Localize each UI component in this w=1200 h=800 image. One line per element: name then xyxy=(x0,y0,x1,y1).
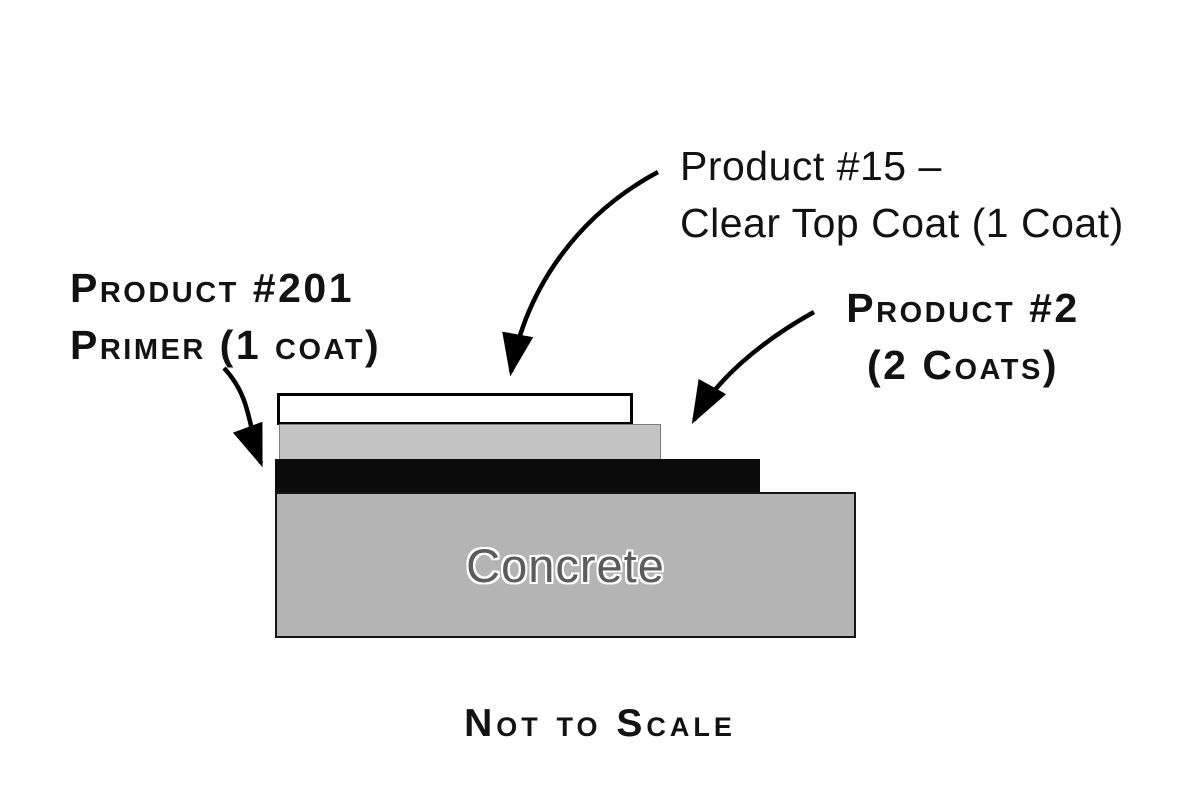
top-coat-callout: Product #15 – Clear Top Coat (1 Coat) xyxy=(680,138,1124,251)
layer-concrete: Concrete xyxy=(275,492,856,638)
arrow-top-coat xyxy=(502,170,660,377)
arrow-product-2 xyxy=(691,310,816,424)
product-2-callout-line1: Product #2 xyxy=(846,285,1080,331)
top-coat-callout-line1: Product #15 – xyxy=(680,143,942,189)
primer-callout: Product #201 Primer (1 coat) xyxy=(70,260,381,373)
layer-clear-top-coat xyxy=(277,393,633,425)
layer-product-2 xyxy=(279,424,661,460)
primer-callout-line2: Primer (1 coat) xyxy=(70,321,382,368)
top-coat-callout-line2: Clear Top Coat (1 Coat) xyxy=(680,199,1124,246)
not-to-scale-note: Not to Scale xyxy=(464,702,736,745)
primer-callout-line1: Product #201 xyxy=(70,265,354,311)
concrete-label: Concrete xyxy=(466,538,665,592)
product-2-callout-line2: (2 Coats) xyxy=(866,341,1059,388)
layer-primer xyxy=(275,459,760,493)
arrow-primer xyxy=(222,366,264,468)
product-2-callout: Product #2 (2 Coats) xyxy=(808,280,1118,393)
